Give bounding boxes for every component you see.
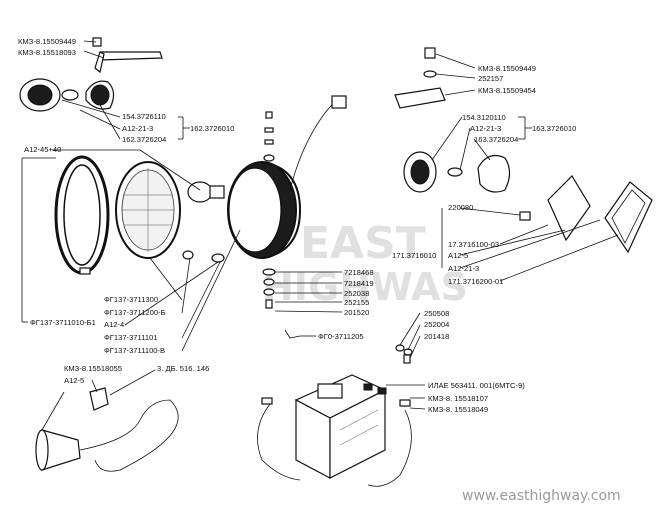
label-a12-4: А12-4 [104, 320, 124, 329]
label-a12-5-right: А12-5 [448, 251, 468, 260]
label-kmz-15509454: КМЗ-8.15509454 [478, 86, 536, 95]
label-kmz-15509449-right: КМЗ-8.15509449 [478, 64, 536, 73]
label-fg137-3711200-b: ФГ137-3711200-Б [104, 308, 166, 317]
label-fg137-3711100-v: ФГ137-3711100-В [104, 346, 165, 355]
license-plate-lamp [519, 175, 653, 254]
headlight-housing [227, 95, 347, 259]
watermark-url: www.easthighway.com [462, 488, 621, 504]
label-fg0-3711205: ФГ0-3711205 [318, 332, 364, 341]
label-163-3726010: 163.3726010 [532, 124, 576, 133]
label-a12-45-40: А12-45+40 [24, 145, 61, 154]
label-fg137-3711010-b1: ФГ137-3711010-Б1 [30, 318, 96, 327]
headlight-bulb [182, 181, 225, 263]
label-kmz-15518093: КМЗ-8.15518093 [18, 48, 76, 57]
label-kmz-15518055: КМЗ-8.15518055 [64, 364, 122, 373]
label-154-3726110: 154.3726110 [122, 112, 166, 121]
small-fasteners-middle [284, 329, 413, 364]
label-162-3726010: 162.3726010 [190, 124, 234, 133]
right-bracket [394, 47, 446, 109]
label-250508: 250508 [424, 309, 449, 318]
label-252038: 252038 [344, 289, 369, 298]
label-a12-21-3-left: А12-21-3 [122, 124, 153, 133]
label-252004: 252004 [424, 320, 449, 329]
label-a12-21-3-lower: А12-21-3 [448, 264, 479, 273]
watermark-line-1: EAST [300, 218, 426, 269]
label-17-3716100-03: 17.3716100-03 [448, 240, 499, 249]
label-201520: 201520 [344, 308, 369, 317]
label-7218468: 7218468 [344, 268, 374, 277]
label-154-3120110: 154.3120110 [462, 113, 506, 122]
label-3-db-516-146: 3. ДБ. 516. 146 [157, 364, 209, 373]
label-fg137-3711300: ФГ137-3711300 [104, 295, 158, 304]
part-labels: КМЗ-8.15509449 КМЗ-8.15518093 154.372611… [18, 37, 576, 414]
leader-lines [21, 40, 619, 431]
fastener-stack [262, 111, 276, 309]
label-7218419: 7218419 [344, 279, 374, 288]
label-220080: 220080 [448, 203, 473, 212]
label-kmz-15518107: КМЗ-8. 15518107 [428, 394, 488, 403]
label-171-3716200-01: 171.3716200-01 [448, 277, 503, 286]
label-fg137-3711101: ФГ137-3711101 [104, 333, 158, 342]
label-kmz-15518049: КМЗ-8. 15518049 [428, 405, 488, 414]
headlight-lens [115, 161, 181, 259]
label-171-3716010: 171.3716010 [392, 251, 436, 260]
label-ilae-563411: ИЛАЕ 563411. 001(6МТС-9) [428, 381, 525, 390]
label-252157: 252157 [478, 74, 503, 83]
label-163-3726204: 163.3726204 [474, 135, 518, 144]
rear-lamp-assembly-left [19, 37, 163, 112]
label-201418: 201418 [424, 332, 449, 341]
battery-cables [257, 397, 412, 487]
battery [294, 374, 387, 479]
headlight-rim [54, 155, 110, 275]
label-252155: 252155 [344, 298, 369, 307]
label-a12-21-3-right: А12-21-3 [470, 124, 501, 133]
label-a12-5-left: А12-5 [64, 376, 84, 385]
inspection-lamp [35, 387, 179, 472]
label-kmz-15509449-top: КМЗ-8.15509449 [18, 37, 76, 46]
label-162-3726204: 162.3726204 [122, 135, 166, 144]
rear-lamp-assembly-right [403, 151, 511, 193]
